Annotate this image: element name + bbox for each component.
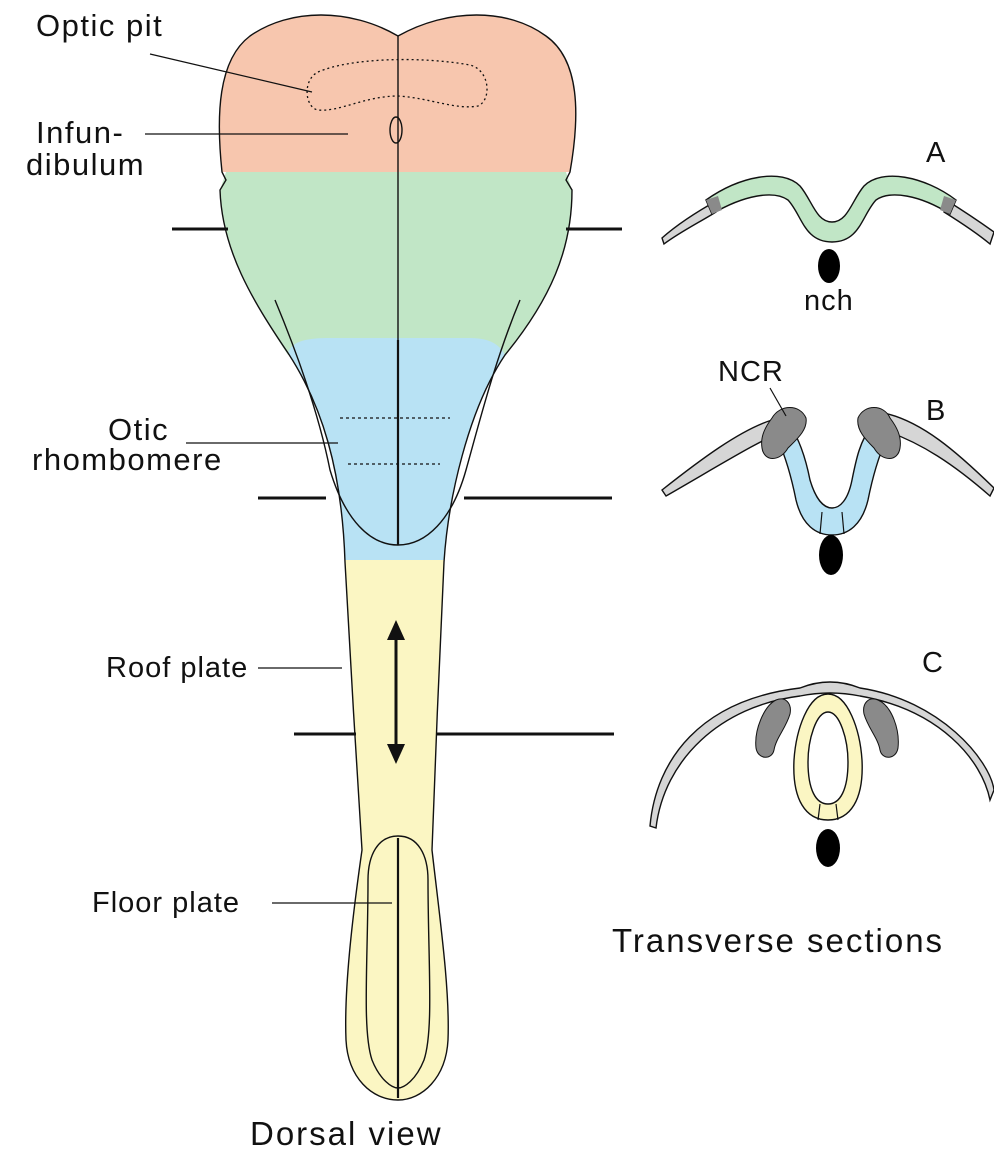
floor-plate-label: Floor plate: [92, 887, 240, 919]
infundibulum-label-1: Infun-: [36, 115, 124, 150]
roof-plate-label: Roof plate: [106, 652, 248, 684]
notochord-a: [818, 249, 840, 283]
section-c-label: C: [922, 647, 944, 679]
ncr-label: NCR: [718, 356, 784, 388]
section-a-label: A: [926, 137, 946, 169]
section-c-crest-left: [756, 699, 791, 757]
nch-label: nch: [804, 285, 854, 317]
notochord-c: [816, 829, 840, 867]
transverse-section-c: C Transverse sections: [612, 647, 994, 959]
section-a-neural-plate: [706, 176, 956, 242]
transverse-section-a: A nch: [662, 137, 994, 317]
section-c-crest-right: [864, 699, 899, 757]
dorsal-view: Optic pit Infun- dibulum Otic rhombomere…: [26, 8, 622, 1152]
section-c-neural-tube: [794, 694, 862, 820]
notochord-b: [819, 535, 843, 575]
dorsal-view-caption: Dorsal view: [250, 1115, 443, 1152]
infundibulum-label-2: dibulum: [26, 147, 145, 182]
section-b-label: B: [926, 395, 946, 427]
midbrain-region: [220, 172, 572, 355]
transverse-sections-caption: Transverse sections: [612, 922, 944, 959]
transverse-section-b: NCR B: [662, 356, 994, 575]
optic-pit-label: Optic pit: [36, 8, 163, 43]
otic-label-2: rhombomere: [32, 442, 223, 477]
hindbrain-region: [288, 338, 505, 562]
